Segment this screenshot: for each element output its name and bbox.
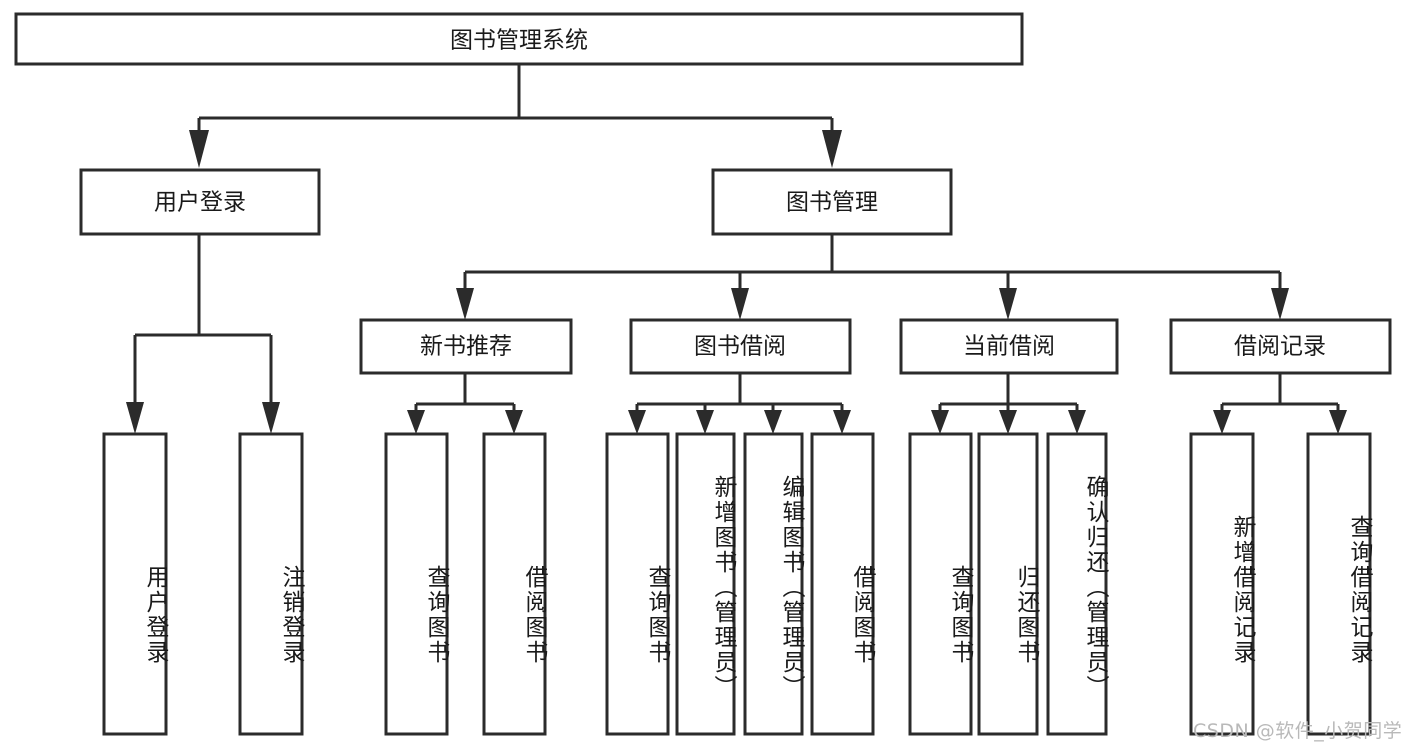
node-leaf-query-borrow-record-box[interactable] [1306,432,1372,736]
node-user-login-box[interactable] [79,168,321,236]
node-leaf-borrow-book-2[interactable] [810,432,875,736]
arrow-to-book-borrow-icon [731,288,749,320]
node-leaf-return-book-box[interactable] [977,432,1039,736]
node-book-borrow-box[interactable] [629,318,852,375]
arrow-to-new-book-recommend-icon [456,288,474,320]
node-new-book-recommend[interactable]: 新书推荐 [359,318,573,375]
node-leaf-logout-login-box[interactable] [238,432,304,736]
node-leaf-query-book-3[interactable] [908,432,973,736]
node-borrow-record-box[interactable] [1169,318,1392,375]
node-current-borrow-label: 当前借阅 [963,334,1055,360]
edge-group-book-borrow [628,373,851,434]
arrow-to-leaf-confirm-return-icon [1068,410,1086,434]
arrow-to-user-login-icon [189,130,209,168]
node-user-login-label: 用户登录 [154,190,246,216]
node-book-management-box[interactable] [711,168,953,236]
node-leaf-query-borrow-record[interactable] [1306,432,1372,736]
node-book-borrow-label: 图书借阅 [694,334,786,360]
node-leaf-add-borrow-record[interactable] [1189,432,1255,736]
node-current-borrow[interactable]: 当前借阅 [899,318,1119,375]
node-book-management[interactable]: 图书管理 [711,168,953,236]
node-leaf-query-book-1[interactable] [384,432,449,736]
node-leaf-borrow-book-2-box[interactable] [810,432,875,736]
arrow-to-leaf-query-borrow-record-icon [1329,410,1347,434]
edge-group-current-borrow [931,373,1086,434]
arrow-to-book-management-icon [822,130,842,168]
node-leaf-add-book[interactable] [675,432,736,736]
node-borrow-record-label: 借阅记录 [1234,334,1326,360]
arrow-to-leaf-edit-book-icon [764,410,782,434]
edge-group-new-book-recommend [407,373,523,434]
csdn-watermark: CSDN @软件_小贺同学 [1193,720,1403,742]
node-book-management-label: 图书管理 [786,190,878,216]
arrow-to-leaf-add-book-icon [696,410,714,434]
node-leaf-borrow-book-1-box[interactable] [482,432,547,736]
arrow-to-leaf-user-login-icon [126,402,144,434]
node-leaf-logout-login[interactable] [238,432,304,736]
node-leaf-user-login-box[interactable] [102,432,168,736]
node-current-borrow-box[interactable] [899,318,1119,375]
arrow-to-leaf-add-borrow-record-icon [1213,410,1231,434]
arrow-to-leaf-query-book-3-icon [931,410,949,434]
node-leaf-edit-book-box[interactable] [743,432,804,736]
node-leaf-query-book-2-box[interactable] [605,432,670,736]
node-leaf-query-book-2[interactable] [605,432,670,736]
node-leaf-confirm-return-box[interactable] [1046,432,1108,736]
node-leaf-return-book[interactable] [977,432,1039,736]
node-leaf-borrow-book-1[interactable] [482,432,547,736]
edge-group-borrow-record [1213,373,1347,434]
arrow-to-leaf-borrow-book-2-icon [833,410,851,434]
node-leaf-add-borrow-record-box[interactable] [1189,432,1255,736]
node-leaf-add-book-box[interactable] [675,432,736,736]
node-root-box[interactable] [14,12,1024,66]
node-root-label: 图书管理系统 [450,28,588,54]
arrow-to-current-borrow-icon [999,288,1017,320]
node-leaf-query-book-3-box[interactable] [908,432,973,736]
node-leaf-confirm-return[interactable] [1046,432,1108,736]
edge-group-root [189,64,842,168]
node-new-book-recommend-box[interactable] [359,318,573,375]
node-new-book-recommend-label: 新书推荐 [420,334,512,360]
edge-group-user-login [126,234,280,434]
arrow-to-borrow-record-icon [1271,288,1289,320]
edge-group-book-management [456,234,1289,320]
arrow-to-leaf-borrow-book-1-icon [505,410,523,434]
node-leaf-edit-book[interactable] [743,432,804,736]
node-leaf-user-login[interactable] [102,432,168,736]
arrow-to-leaf-query-book-2-icon [628,410,646,434]
node-user-login[interactable]: 用户登录 [79,168,321,236]
node-root[interactable]: 图书管理系统 [14,12,1024,66]
arrow-to-leaf-return-book-icon [999,410,1017,434]
node-leaf-query-book-1-box[interactable] [384,432,449,736]
node-borrow-record[interactable]: 借阅记录 [1169,318,1392,375]
arrow-to-leaf-logout-login-icon [262,402,280,434]
arrow-to-leaf-query-book-1-icon [407,410,425,434]
node-book-borrow[interactable]: 图书借阅 [629,318,852,375]
